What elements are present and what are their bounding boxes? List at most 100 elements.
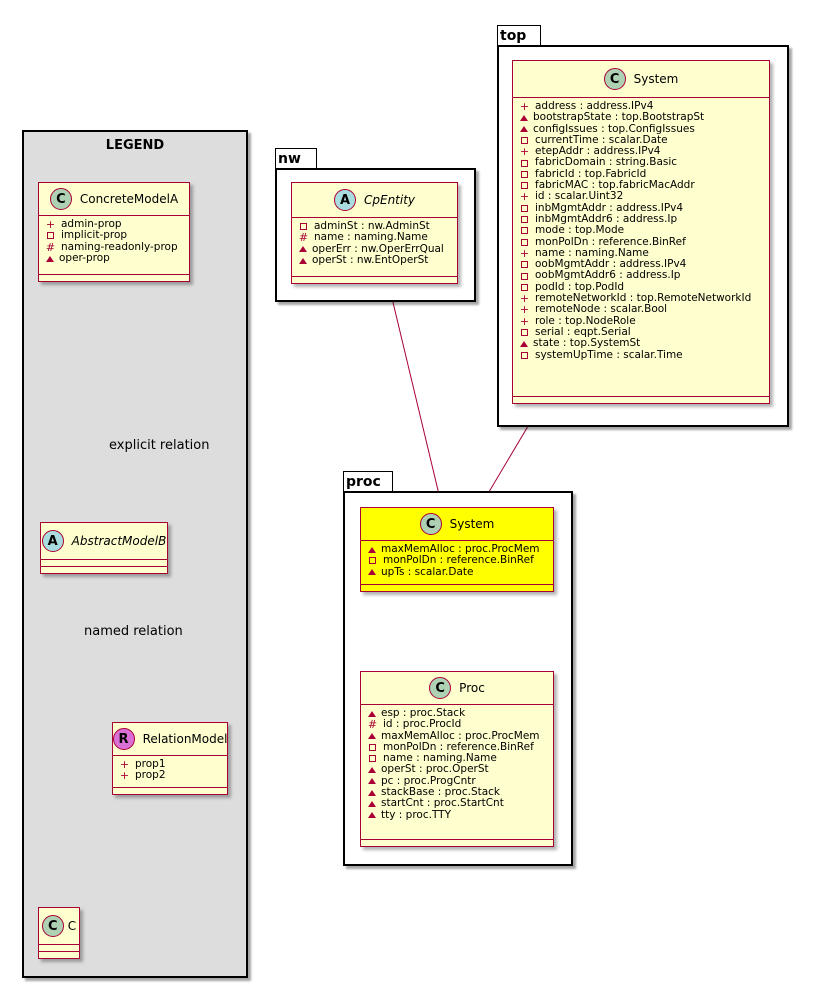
attribute-text: inbMgmtAddr6 : address.Ip xyxy=(535,212,678,225)
attribute-text: monPolDn : reference.BinRef xyxy=(383,554,534,567)
cpentity-class: A CpEntity adminSt : nw.AdminSt#name : n… xyxy=(291,182,458,284)
legend-relation-class: R RelationModel +prop1+prop2 xyxy=(112,722,228,795)
package-visibility-icon xyxy=(520,114,528,121)
attribute-text: fabricMAC : top.fabricMacAddr xyxy=(535,179,695,192)
public-visibility-icon: + xyxy=(119,758,130,771)
public-visibility-icon: + xyxy=(519,314,530,328)
class-name: System xyxy=(633,72,679,86)
legend-title: LEGEND xyxy=(105,138,165,153)
attribute-row: bootstrapState : top.BootstrapSt xyxy=(519,111,763,123)
attribute-row: startCnt : proc.StartCnt xyxy=(367,798,547,809)
protected-visibility-icon: # xyxy=(298,231,309,245)
class-c-icon: C xyxy=(49,188,72,210)
package-visibility-icon xyxy=(368,733,376,740)
attribute-row: systemUpTime : scalar.Time xyxy=(519,348,763,361)
abstract-a-icon: A xyxy=(41,530,64,552)
attribute-row: +admin-prop xyxy=(45,218,183,230)
class-name: ConcreteModelA xyxy=(79,192,179,206)
explicit-relation-label: explicit relation xyxy=(109,438,210,453)
private-visibility-icon xyxy=(521,238,528,246)
attribute-row: currentTime : scalar.Date xyxy=(519,133,763,146)
package-top-tab: top xyxy=(497,25,541,46)
relation-r-icon: R xyxy=(112,728,135,750)
package-visibility-icon xyxy=(368,767,376,774)
attribute-text: systemUpTime : scalar.Time xyxy=(535,348,683,361)
package-visibility-icon xyxy=(368,801,376,808)
package-visibility-icon xyxy=(299,246,307,253)
attribute-row: #naming-readonly-prop xyxy=(45,240,183,253)
attribute-text: name : naming.Name xyxy=(314,231,428,244)
attribute-text: state : top.SystemSt xyxy=(533,337,641,350)
attribute-text: role : top.NodeRole xyxy=(535,314,636,327)
package-visibility-icon xyxy=(520,340,528,347)
attribute-row: monPolDn : reference.BinRef xyxy=(367,554,547,567)
package-visibility-icon xyxy=(299,257,307,264)
attribute-row: +remoteNode : scalar.Bool xyxy=(519,303,763,316)
named-relation-label: named relation xyxy=(84,624,183,639)
package-visibility-icon xyxy=(46,255,54,262)
public-visibility-icon: + xyxy=(519,246,530,260)
attribute-row: + name : naming.Name xyxy=(519,246,763,260)
attribute-row: serial : eqpt.Serial xyxy=(519,326,763,338)
class-name: CpEntity xyxy=(363,193,416,207)
attribute-row: inbMgmtAddr : address.IPv4 xyxy=(519,202,763,214)
attribute-row: oobMgmtAddr : address.IPv4 xyxy=(519,258,763,270)
attribute-text: name : naming.Name xyxy=(535,246,649,259)
attribute-row: # name : naming.Name xyxy=(298,231,451,245)
attribute-text: fabricId : top.FabricId xyxy=(535,167,647,180)
public-visibility-icon: + xyxy=(519,145,530,159)
attribute-text: remoteNode : scalar.Bool xyxy=(535,303,668,316)
attribute-text: implicit-prop xyxy=(61,229,128,242)
attribute-text: operSt : proc.OperSt xyxy=(381,763,489,776)
private-visibility-icon xyxy=(521,283,528,291)
class-name: RelationModel xyxy=(142,732,228,746)
attribute-row: esp : proc.Stack xyxy=(367,707,547,719)
package-label: nw xyxy=(278,151,301,167)
attribute-text: admin-prop xyxy=(61,218,122,230)
attribute-row: # id : proc.ProcId xyxy=(367,718,547,732)
attribute-text: pc : proc.ProgCntr xyxy=(381,774,476,787)
attribute-row: maxMemAlloc : proc.ProcMem xyxy=(367,730,547,742)
package-proc-tab: proc xyxy=(343,471,393,492)
attribute-text: tty : proc.TTY xyxy=(381,808,452,821)
attribute-row: operSt : nw.EntOperSt xyxy=(298,254,451,266)
attribute-text: naming-readonly-prop xyxy=(61,240,178,253)
attribute-row: fabricMAC : top.fabricMacAddr xyxy=(519,179,763,192)
attribute-row: podId : top.PodId xyxy=(519,281,763,293)
private-visibility-icon xyxy=(521,182,528,190)
attribute-text: currentTime : scalar.Date xyxy=(535,133,668,146)
attribute-row: upTs : scalar.Date xyxy=(367,566,547,578)
class-c-icon: C xyxy=(603,68,626,90)
protected-visibility-icon: # xyxy=(367,718,378,732)
attribute-row: fabricDomain : string.Basic xyxy=(519,157,763,168)
class-name: AbstractModelB xyxy=(71,534,167,548)
attribute-row: + prop1 xyxy=(119,758,221,771)
attribute-text: id : proc.ProcId xyxy=(383,718,462,731)
private-visibility-icon xyxy=(521,227,528,235)
public-visibility-icon: + xyxy=(119,769,130,783)
attribute-text: adminSt : nw.AdminSt xyxy=(314,220,430,232)
legend-c-class: C C xyxy=(38,907,80,959)
attribute-row: name : naming.Name xyxy=(367,752,547,764)
attribute-text: monPolDn : reference.BinRef xyxy=(535,235,686,248)
attribute-row: monPolDn : reference.BinRef xyxy=(519,235,763,248)
attribute-row: +id : scalar.Uint32 xyxy=(519,191,763,203)
attribute-row: adminSt : nw.AdminSt xyxy=(298,220,451,232)
attribute-text: prop1 xyxy=(135,758,166,770)
attribute-row: +remoteNetworkId : top.RemoteNetworkId xyxy=(519,292,763,304)
attribute-text: operErr : nw.OperErrQual xyxy=(312,242,444,255)
private-visibility-icon xyxy=(300,223,307,231)
attribute-row: maxMemAlloc : proc.ProcMem xyxy=(367,543,547,555)
package-visibility-icon xyxy=(368,569,376,576)
private-visibility-icon xyxy=(369,557,376,565)
package-visibility-icon xyxy=(368,710,376,717)
package-label: top xyxy=(500,28,527,44)
class-c-icon: C xyxy=(429,677,452,699)
